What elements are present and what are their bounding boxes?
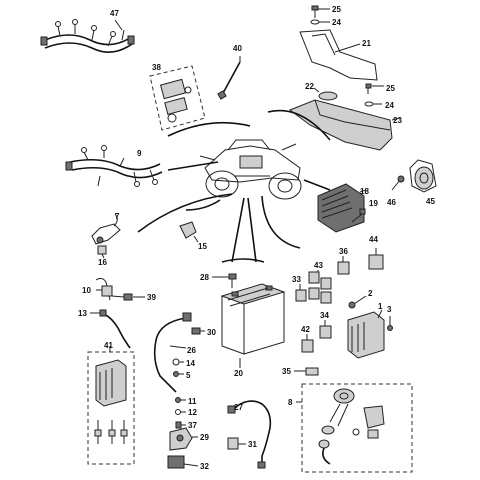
part-11-bolt[interactable] bbox=[175, 397, 187, 403]
part-24-washer-lower[interactable] bbox=[364, 101, 382, 107]
label-13: 13 bbox=[78, 309, 87, 318]
label-28: 28 bbox=[200, 273, 209, 282]
part-35-clip[interactable] bbox=[294, 367, 319, 376]
label-41: 41 bbox=[104, 341, 113, 350]
callout-arc-left bbox=[167, 121, 251, 137]
label-27: 27 bbox=[234, 403, 243, 412]
part-15-sensor[interactable] bbox=[179, 221, 199, 243]
label-36: 36 bbox=[339, 247, 348, 256]
leader-lines bbox=[137, 161, 331, 263]
label-10: 10 bbox=[82, 286, 91, 295]
label-32: 32 bbox=[200, 462, 209, 471]
part-44-relay[interactable] bbox=[368, 248, 384, 270]
part-19-bolt[interactable] bbox=[351, 208, 366, 223]
label-29: 29 bbox=[200, 433, 209, 442]
label-31: 31 bbox=[248, 440, 257, 449]
label-47: 47 bbox=[110, 9, 119, 18]
label-46: 46 bbox=[387, 198, 396, 207]
part-33-relay[interactable] bbox=[295, 284, 307, 302]
label-25-top: 25 bbox=[332, 5, 341, 14]
label-38: 38 bbox=[152, 63, 161, 72]
label-3: 3 bbox=[387, 305, 392, 314]
atv-vehicle bbox=[199, 139, 302, 200]
label-37: 37 bbox=[188, 421, 197, 430]
label-1: 1 bbox=[378, 302, 383, 311]
part-21-bracket[interactable] bbox=[299, 29, 378, 81]
part-30-bolt[interactable] bbox=[191, 327, 205, 335]
label-39: 39 bbox=[147, 293, 156, 302]
label-45: 45 bbox=[426, 197, 435, 206]
part-22-cushion[interactable] bbox=[313, 87, 338, 101]
part-39-connector[interactable] bbox=[111, 293, 145, 301]
label-30: 30 bbox=[207, 328, 216, 337]
part-2-bolt[interactable] bbox=[348, 295, 367, 309]
label-12: 12 bbox=[188, 408, 197, 417]
label-14: 14 bbox=[186, 359, 195, 368]
part-38-relay-assembly[interactable] bbox=[149, 65, 206, 131]
part-25-bolt[interactable] bbox=[311, 5, 330, 18]
label-24-lower: 24 bbox=[385, 101, 394, 110]
part-24-washer[interactable] bbox=[310, 19, 330, 25]
part-12-nut[interactable] bbox=[175, 409, 187, 415]
part-37-bolt[interactable] bbox=[175, 421, 186, 429]
part-3-screw[interactable] bbox=[387, 316, 393, 331]
label-19: 19 bbox=[369, 199, 378, 208]
part-5-nut[interactable] bbox=[173, 371, 185, 377]
part-13-wire-lead[interactable] bbox=[90, 309, 131, 349]
part-10-fuse-holder[interactable] bbox=[95, 277, 113, 301]
label-26: 26 bbox=[187, 346, 196, 355]
part-9-wire-harness[interactable] bbox=[65, 145, 163, 187]
label-11: 11 bbox=[188, 397, 197, 406]
part-40-sensor-rod[interactable] bbox=[217, 56, 241, 100]
label-25-lower: 25 bbox=[386, 84, 395, 93]
part-46-screw[interactable] bbox=[391, 175, 405, 191]
callout-arc-right bbox=[267, 109, 331, 141]
label-18: 18 bbox=[360, 187, 369, 196]
part-45-horn[interactable] bbox=[409, 159, 437, 193]
label-35: 35 bbox=[282, 367, 291, 376]
part-34-relay[interactable] bbox=[319, 320, 332, 339]
label-22: 22 bbox=[305, 82, 314, 91]
label-16: 16 bbox=[98, 258, 107, 267]
part-7-sensor[interactable] bbox=[91, 213, 121, 245]
label-15: 15 bbox=[198, 242, 207, 251]
part-29-starter-relay[interactable] bbox=[169, 427, 198, 451]
part-28-bolt[interactable] bbox=[212, 273, 237, 288]
label-44: 44 bbox=[369, 235, 378, 244]
part-25-bolt-lower[interactable] bbox=[365, 83, 384, 94]
part-47-wire-harness[interactable] bbox=[40, 19, 135, 53]
part-23-battery-tray[interactable] bbox=[288, 99, 401, 151]
label-43: 43 bbox=[314, 261, 323, 270]
part-32-cover[interactable] bbox=[167, 455, 199, 469]
part-36-relay[interactable] bbox=[337, 256, 350, 275]
part-1-cdi-unit[interactable] bbox=[347, 309, 385, 359]
label-40: 40 bbox=[233, 44, 242, 53]
part-41-fuse-box[interactable] bbox=[87, 346, 135, 465]
part-31-relay[interactable] bbox=[227, 437, 246, 450]
part-43-relay-group[interactable] bbox=[308, 270, 332, 304]
label-42: 42 bbox=[301, 325, 310, 334]
label-24-top: 24 bbox=[332, 18, 341, 27]
label-9: 9 bbox=[137, 149, 142, 158]
part-14-washer[interactable] bbox=[172, 358, 184, 366]
part-27-cable[interactable] bbox=[227, 400, 272, 469]
part-26-battery-cable[interactable] bbox=[153, 312, 192, 393]
label-2: 2 bbox=[368, 289, 373, 298]
label-5: 5 bbox=[186, 371, 191, 380]
label-23: 23 bbox=[393, 116, 402, 125]
label-8: 8 bbox=[288, 398, 293, 407]
label-21: 21 bbox=[362, 39, 371, 48]
label-34: 34 bbox=[320, 311, 329, 320]
part-20-battery[interactable] bbox=[220, 283, 286, 368]
part-16-connector[interactable] bbox=[97, 245, 107, 259]
part-8-switch-set[interactable] bbox=[296, 383, 413, 473]
label-33: 33 bbox=[292, 275, 301, 284]
part-18-regulator[interactable] bbox=[317, 183, 367, 233]
label-20: 20 bbox=[234, 369, 243, 378]
part-42-relay[interactable] bbox=[301, 334, 314, 353]
label-7: 7 bbox=[115, 212, 120, 221]
